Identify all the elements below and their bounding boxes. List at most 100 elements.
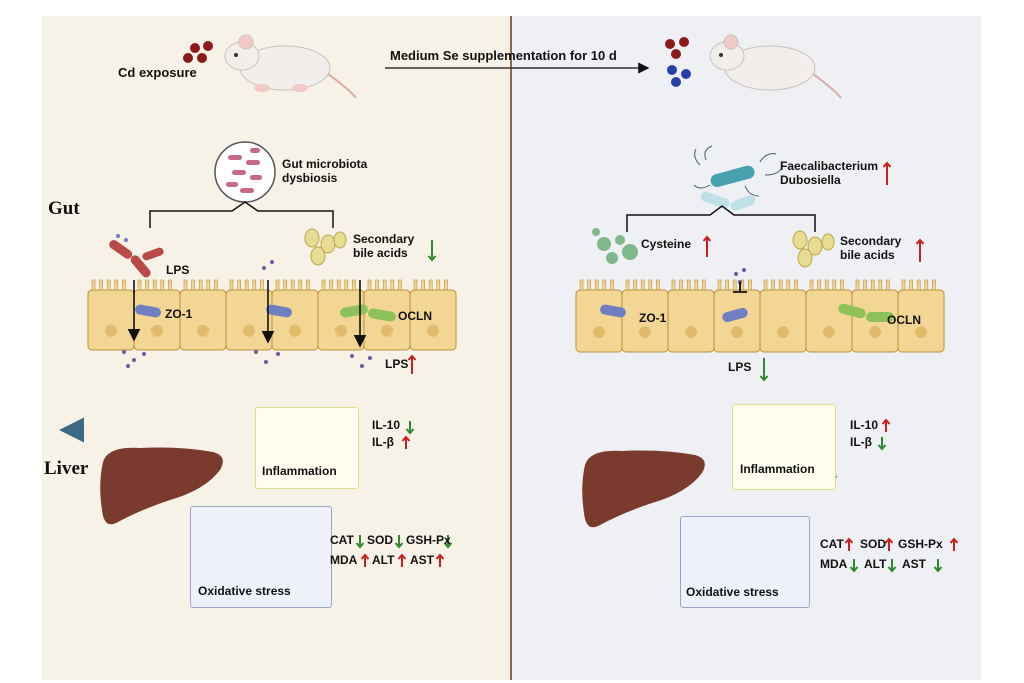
microvillus (901, 279, 906, 291)
cysteine-up-arrow (702, 235, 712, 257)
lps-particle (262, 266, 266, 270)
microvillus (367, 279, 372, 291)
microvillus (206, 279, 211, 291)
cytokine-ilb: IL-β (372, 435, 394, 449)
microvillus (878, 279, 883, 291)
mouse-icon (224, 34, 357, 99)
marker-alt: ALT (372, 553, 395, 567)
microbiota-icon (214, 141, 276, 203)
cell-nucleus (869, 326, 881, 339)
microvillus (886, 279, 890, 291)
mouse-icon (709, 34, 842, 99)
lps-level-label: LPS (385, 357, 409, 371)
liver-icon (100, 447, 223, 525)
epithelial-cell (317, 289, 365, 351)
microvillus (633, 279, 637, 291)
microvillus (413, 279, 418, 291)
lps-blocked-mark (733, 282, 747, 293)
microvillus (183, 279, 188, 291)
oxidative-stress-label: Oxidative stress (686, 585, 779, 599)
enzyme-sod: SOD (860, 537, 887, 551)
microvillus (160, 279, 165, 291)
enzyme-sod: SOD (367, 533, 394, 547)
microvillus (329, 279, 333, 291)
microvillus (671, 279, 676, 291)
microvillus (717, 279, 722, 291)
microvillus (778, 279, 783, 291)
microvillus (640, 279, 645, 291)
sod-up-arrow (884, 537, 894, 551)
microvillus (763, 279, 768, 291)
microvillus (229, 279, 234, 291)
zo1-protein (266, 304, 292, 318)
inflammation-box (255, 407, 359, 489)
microvillus (321, 279, 326, 291)
microvillus (137, 279, 142, 291)
oxidative-stress-label: Oxidative stress (198, 584, 291, 598)
treatment-label: Medium Se supplementation for 10 d (390, 48, 617, 63)
microvillus (198, 279, 203, 291)
marker-alt: ALT (864, 557, 887, 571)
alt-up-arrow (397, 553, 407, 567)
epithelial-cell (667, 289, 715, 353)
epithelial-cell (87, 289, 135, 351)
microvillus (748, 279, 752, 291)
zo1-protein (135, 304, 161, 318)
microvillus (686, 279, 691, 291)
microvillus (702, 279, 706, 291)
zo1-protein (722, 307, 748, 323)
cytokine-il10: IL-10 (372, 418, 401, 432)
zo1-label: ZO-1 (639, 311, 667, 325)
occludin-protein (866, 312, 894, 322)
microvillus (694, 279, 699, 291)
cytokine-il10: IL-10 (850, 418, 879, 432)
microvillus (625, 279, 630, 291)
cysteine-label: Cysteine (641, 237, 692, 251)
microvillus (428, 279, 433, 291)
right-epithelium (575, 279, 945, 353)
microvillus (771, 279, 775, 291)
microvillus (648, 279, 653, 291)
sod-down-arrow (394, 535, 404, 549)
bacteria-up-arrow (882, 161, 892, 185)
microvillus (252, 279, 257, 291)
lps-particle (270, 260, 274, 264)
microvillus (824, 279, 829, 291)
epithelial-cell (759, 289, 807, 353)
lps-up-arrow (407, 354, 417, 374)
gut-label: Gut (48, 198, 80, 219)
microvillus (191, 279, 195, 291)
microvillus (870, 279, 875, 291)
epithelial-cell (575, 289, 623, 353)
ilb-up-arrow (401, 435, 411, 449)
enzyme-gshpx: GSH-Px (898, 537, 943, 551)
microvillus (306, 279, 310, 291)
cell-nucleus (197, 324, 209, 337)
microvillus (352, 279, 356, 291)
microvillus (344, 279, 349, 291)
occludin-protein (838, 303, 866, 319)
lps-down-arrow (759, 358, 769, 382)
microvillus (91, 279, 96, 291)
left-bracket (149, 201, 334, 228)
lps-particle (360, 364, 364, 368)
lps-particle (142, 352, 146, 356)
microvillus (421, 279, 425, 291)
microvillus (725, 279, 729, 291)
microvillus (244, 279, 249, 291)
right-bracket (626, 205, 816, 232)
enzyme-cat: CAT (820, 537, 844, 551)
microvillus (909, 279, 913, 291)
microvillus (122, 279, 126, 291)
microvillus (610, 279, 614, 291)
cell-nucleus (289, 324, 301, 337)
ast-up-arrow (435, 553, 445, 567)
marker-ast: AST (902, 557, 926, 571)
ast-down-arrow (933, 559, 943, 573)
microvillus (832, 279, 837, 291)
bile-acids-down-arrow (427, 240, 437, 262)
microvillus (786, 279, 791, 291)
microvillus (840, 279, 844, 291)
